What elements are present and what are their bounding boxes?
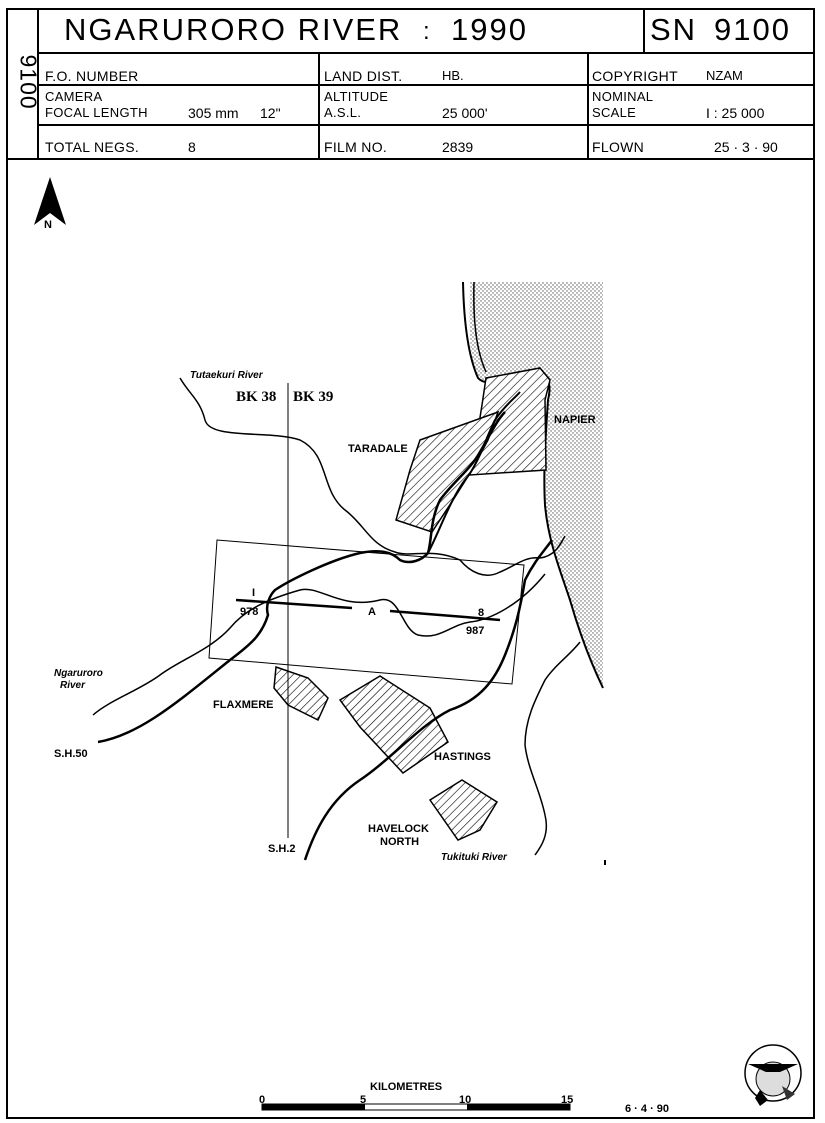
flight-line-run-label: A [368,606,376,618]
scale-value: I : 25 000 [706,105,765,121]
altitude-value: 25 000' [442,105,488,121]
tutaekuri-river-label: Tutaekuri River [190,370,264,381]
title-block-divider [587,52,589,158]
scale-bar [261,1103,571,1111]
total-negs-label: TOTAL NEGS. [45,139,140,155]
flight-line-start-frame: 978 [240,606,258,618]
scale-tick-10: 10 [459,1094,471,1106]
compiled-date: 6 · 4 · 90 [625,1103,669,1115]
focal-length-label: FOCAL LENGTH [45,105,148,120]
havelock-north-urban-area [428,779,499,841]
title-year: 1990 [451,12,528,47]
sn-prefix: SN [650,12,698,47]
scale-tick-5: 5 [360,1094,366,1106]
tutaekuri-river [179,377,566,576]
film-no-value: 2839 [442,139,474,155]
title-river: NGARURORO RIVER [64,12,403,47]
title-block-divider [37,52,813,54]
flight-line-start-neg: I [252,587,255,599]
ngaruroro-river [92,573,546,716]
napier-urban-area [469,367,551,476]
focal-length-inches: 12" [260,105,281,121]
scale-label: SCALE [592,105,637,120]
sn-number: 9100 [714,12,791,47]
tukituki-river [524,641,581,856]
state-highway-2 [303,539,554,861]
title-block-divider [318,52,320,158]
flight-line-end-frame: 987 [466,625,484,637]
title-separator: : [423,18,432,45]
havelock-label-1: HAVELOCK [368,823,429,835]
scale-bar-title: KILOMETRES [370,1081,442,1093]
scale-tick-15: 15 [561,1094,573,1106]
title-block-bottom-rule [8,158,813,160]
flown-value: 25 · 3 · 90 [714,139,778,155]
coastline [462,281,604,689]
nominal-label: NOMINAL [592,89,654,104]
map-sheet: 9100 NGARURORO RIVER : 1990 SN 9100 F.O.… [6,8,815,1119]
title-block: 9100 NGARURORO RIVER : 1990 SN 9100 F.O.… [8,10,813,158]
aerial-mapping-logo [744,1044,802,1106]
sea-area [469,282,603,688]
flown-label: FLOWN [592,139,645,155]
sh2-label: S.H.2 [268,843,296,855]
block-label-left: BK 38 [236,389,276,405]
taradale-label: TARADALE [348,443,408,455]
havelock-label-2: NORTH [380,836,419,848]
film-no-label: FILM NO. [324,139,388,155]
total-negs-value: 8 [188,139,196,155]
ngaruroro-river-label-1: Ngaruroro [54,668,103,679]
north-label: N [44,219,52,231]
flaxmere-label: FLAXMERE [213,699,274,711]
camera-label: CAMERA [45,89,103,104]
north-arrow-icon [34,177,66,225]
flight-line-end-neg: 8 [478,607,484,619]
asl-label: A.S.L. [324,105,362,120]
title-block-divider [37,84,813,86]
hastings-label: HASTINGS [434,751,491,763]
flight-line-a [235,598,501,622]
block-label-right: BK 39 [293,389,333,405]
scale-tick-0: 0 [259,1094,265,1106]
state-highway-2-north [427,391,521,554]
flaxmere-urban-area [273,665,329,722]
photo-coverage-outline [208,539,525,685]
coastline-inner [473,281,487,373]
altitude-label: ALTITUDE [324,89,389,104]
land-dist-value: HB. [442,68,464,83]
ngaruroro-river-label-2: River [60,680,86,691]
sh50-label: S.H.50 [54,748,88,760]
title-block-divider [643,10,645,52]
tukituki-river-label: Tukituki River [441,852,508,863]
focal-length-value: 305 mm [188,105,239,121]
map-mark [604,860,606,865]
copyright-value: NZAM [706,68,743,83]
land-dist-label: LAND DIST. [324,68,403,84]
fo-number-label: F.O. NUMBER [45,68,139,84]
hastings-urban-area [338,675,449,774]
napier-label: NAPIER [554,414,596,426]
title-block-divider [37,124,813,126]
copyright-label: COPYRIGHT [592,68,678,84]
